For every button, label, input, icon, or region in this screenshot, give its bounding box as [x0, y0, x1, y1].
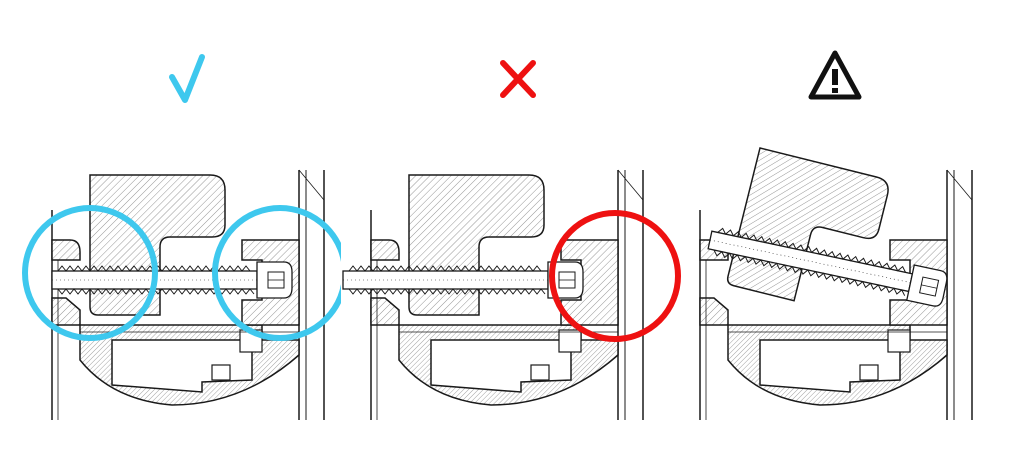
- highlight-circle-error: [549, 210, 681, 342]
- fixture-drawing-warning: [699, 147, 973, 421]
- highlight-circle-right: [212, 205, 341, 341]
- highlight-circle-left: [22, 205, 158, 341]
- check-icon: [152, 45, 222, 115]
- panel-warning: [682, 0, 1023, 454]
- panel-correct: [0, 0, 341, 454]
- fixture-drawing-incorrect: [342, 169, 681, 421]
- fixture-drawing-correct: [22, 169, 341, 421]
- warning-triangle-icon: [805, 45, 875, 115]
- cross-icon: [483, 45, 553, 115]
- panel-incorrect: [341, 0, 682, 454]
